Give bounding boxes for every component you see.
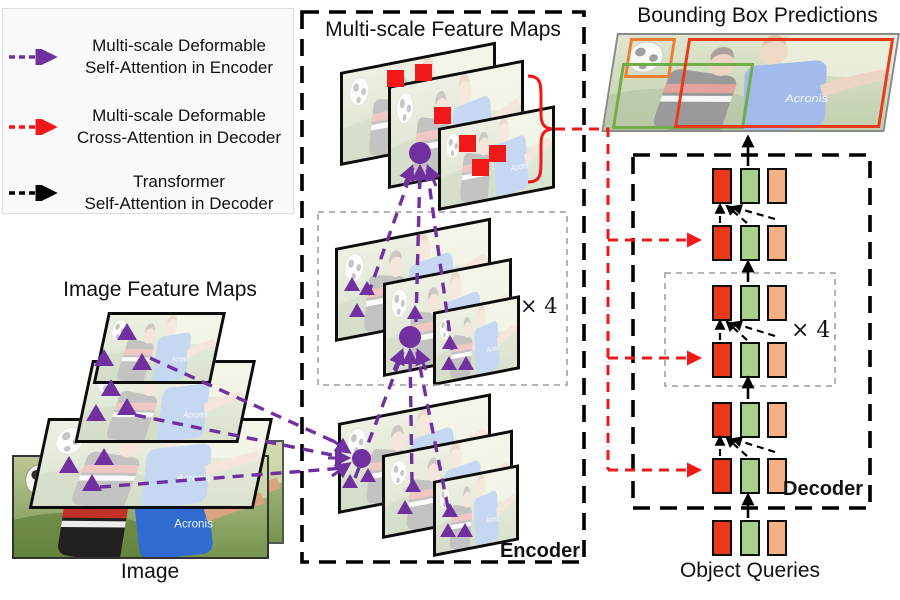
legend-label: Multi-scale Deformable [92,35,266,55]
multi-scale-feature-square [387,70,404,87]
sampling-point-triangle [132,353,152,370]
sampling-point-triangle [458,356,474,370]
decoder-token-green [740,225,760,261]
sampling-point-triangle [397,500,413,514]
decoder-token-red [712,168,732,204]
sampling-point-triangle [59,456,79,473]
decoder-box-label: Decoder [783,478,864,500]
legend-label: Self-Attention in Decoder [84,194,274,213]
sampling-point-triangle [342,474,358,488]
sampling-point-triangle [441,356,457,370]
object-query-token-green [740,520,760,556]
object-query-token-red [712,520,732,556]
multi-scale-feature-square [415,64,432,81]
sampling-point-triangle [101,379,121,396]
decoder-repeat-label: × 4 [791,318,831,343]
sampling-point-triangle [407,305,423,319]
sampling-point-triangle [82,474,102,491]
decoder-box-border [631,153,872,510]
decoder-token-peach [767,342,787,378]
decoder-token-peach [767,225,787,261]
decoder-token-green [740,402,760,438]
query-point-circle [352,449,371,468]
multi-scale-feature-square [472,159,489,176]
decoder-token-green [740,168,760,204]
multi-scale-feature-square [459,135,476,152]
sampling-point-triangle [442,503,458,517]
multi-scale-feature-square [434,107,451,124]
sampling-point-triangle [344,277,360,291]
query-point-circle [399,326,421,348]
legend-label: Self-Attention in Encoder [84,58,274,77]
sampling-point-triangle [117,398,137,415]
sampling-point-triangle [359,281,375,295]
sampling-point-triangle [94,349,114,366]
object-queries-label: Object Queries [679,559,821,582]
decoder-token-red [712,458,732,494]
sampling-point-triangle [440,523,456,537]
multi-scale-feature-square [489,145,506,162]
bounding-box-predictions-title: Bounding Box Predictions [637,4,878,27]
bbox-player-right [673,38,895,128]
legend-label: Transformer [133,171,225,191]
object-query-token-peach [767,520,787,556]
decoder-token-red [712,285,732,321]
prediction-image [601,33,900,132]
purple-dashed-arrow-icon [9,49,58,65]
legend-label: Multi-scale Deformable [92,105,266,125]
image-feature-map-small [92,312,227,384]
decoder-token-green [740,458,760,494]
decoder-token-peach [767,285,787,321]
legend-label: Cross-Attention in Decoder [76,128,282,147]
query-point-circle [409,142,431,164]
encoder-repeat-label: × 4 [520,294,558,318]
decoder-token-red [712,342,732,378]
encoder-box-label: Encoder [499,540,580,562]
encoder-title: Multi-scale Feature Maps [325,18,561,41]
encoder-to-decoder-cross-attention-path [555,127,702,478]
sampling-point-triangle [349,303,365,317]
sampling-point-triangle [457,523,473,537]
decoder-token-red [712,225,732,261]
decoder-token-peach [767,168,787,204]
decoder-token-green [740,342,760,378]
image-feature-maps-title: Image Feature Maps [63,278,257,301]
legend-item-encoder-self-attention: Multi-scale Deformable Self-Attention in… [3,31,293,83]
legend-box: Multi-scale Deformable Self-Attention in… [2,8,294,214]
legend-item-decoder-self-attention: Transformer Self-Attention in Decoder [3,167,293,219]
sampling-point-triangle [360,468,376,482]
decoder-token-peach [767,402,787,438]
sampling-point-triangle [117,323,137,340]
sampling-point-triangle [405,478,421,492]
decoder-token-green [740,285,760,321]
sampling-point-triangle [94,448,114,465]
sampling-point-triangle [86,404,106,421]
legend-item-decoder-cross-attention: Multi-scale Deformable Cross-Attention i… [3,101,293,153]
image-label: Image [120,560,180,583]
sampling-point-triangle [442,335,458,349]
black-dashed-arrow-icon [9,185,58,201]
red-dashed-arrow-icon [9,119,58,135]
decoder-token-red [712,402,732,438]
